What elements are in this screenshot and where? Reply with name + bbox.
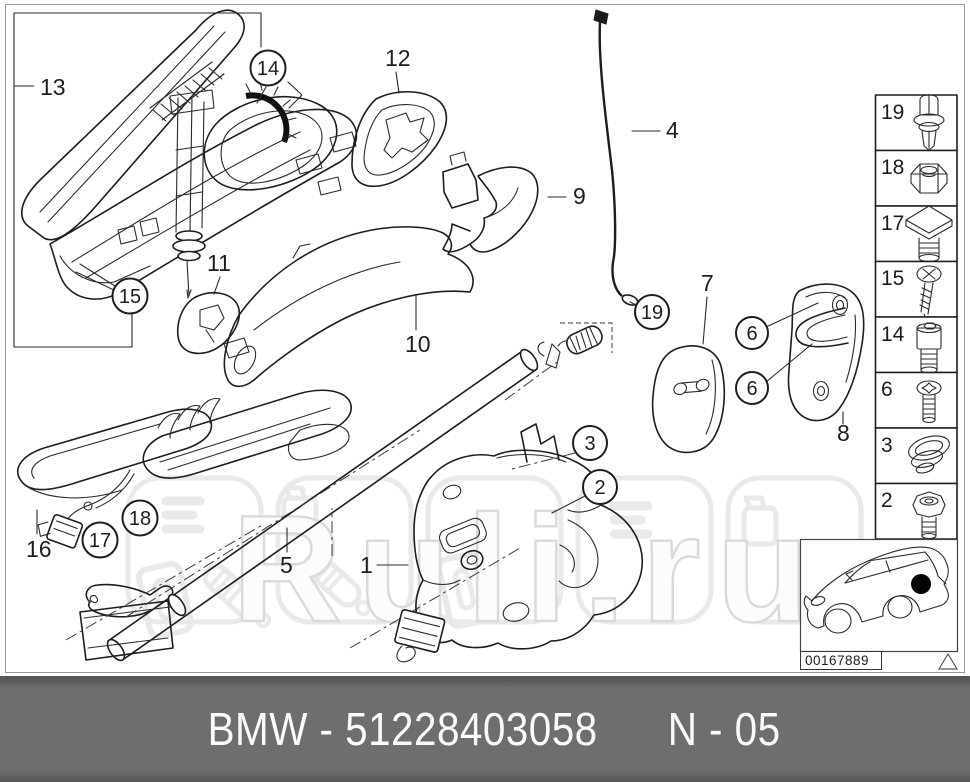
svg-text:17: 17 (881, 212, 904, 235)
button-head-bolt-icon (912, 491, 946, 540)
part-label-11: 11 (207, 250, 231, 276)
sidebar-cell-15: 15 (874, 260, 958, 318)
phillips-screw-icon (916, 265, 942, 318)
brand-part-number: BMW - 51228403058 (207, 703, 598, 755)
sidebar-cell-19: 19 (874, 94, 958, 152)
svg-text:3: 3 (881, 434, 893, 457)
sidebar-cell-3: 3 (874, 427, 958, 485)
sidebar-cell-17: 17 (874, 205, 958, 263)
parts-diagram: Ruli.ru 13 11 (5, 4, 965, 673)
page-frame (5, 4, 965, 673)
expansion-rivet-icon (913, 94, 945, 151)
callout-3: 3 (572, 425, 608, 461)
callout-17: 17 (81, 521, 119, 559)
svg-text:18: 18 (881, 156, 904, 179)
sidebar-cell-14: 14 (874, 316, 958, 374)
alignment-lines (65, 429, 521, 649)
svg-text:6: 6 (746, 378, 757, 400)
shock-absorber-icon (302, 551, 372, 617)
diagram-code: 00167889 (805, 653, 869, 668)
part-16-carrier-drawing: 16 (17, 389, 352, 562)
part-label-8: 8 (837, 420, 850, 446)
watermark-pattern: Ruli.ru (125, 475, 864, 655)
sidebar-cell-2: 2 (874, 482, 958, 540)
part-7-lock-cover-drawing: 7 (651, 270, 726, 454)
part-4-rod-drawing: 4 (593, 9, 679, 306)
list-bars-icon (609, 501, 653, 539)
callout-6-lower: 6 (735, 371, 769, 405)
part-9-end-cap-drawing: 9 (442, 151, 586, 253)
callout-6-upper: 6 (735, 316, 769, 350)
svg-text:15: 15 (881, 267, 904, 290)
page-code: N - 05 (668, 703, 782, 755)
callout-15: 15 (111, 277, 149, 315)
part-label-1: 1 (360, 552, 373, 578)
part-label-10: 10 (405, 331, 431, 357)
svg-text:19: 19 (881, 101, 904, 124)
part-8-striker-drawing: 8 (765, 283, 865, 446)
callout-19: 19 (634, 294, 670, 330)
callouts: 14 15 19 6 6 3 2 18 17 (75, 49, 769, 559)
hex-nut-icon (910, 163, 948, 194)
list-bars-icon (161, 496, 205, 534)
jerrycan-icon (436, 551, 494, 629)
svg-text:14: 14 (257, 58, 279, 80)
callout-2: 2 (582, 469, 618, 505)
part-label-7: 7 (701, 270, 714, 296)
part-11-escutcheon-drawing: 11 (177, 250, 250, 359)
svg-text:15: 15 (119, 286, 141, 308)
fastener-sidebar: 19 18 17 (874, 94, 958, 540)
svg-text:17: 17 (89, 530, 111, 552)
car-silhouette (803, 546, 949, 634)
part-13-bracket: 13 (13, 12, 262, 348)
part-number-bar: BMW - 51228403058 N - 05 (0, 676, 970, 782)
svg-text:14: 14 (881, 323, 905, 346)
sidebar-cell-6: 6 (874, 371, 958, 429)
sidebar-cell-18: 18 (874, 149, 958, 207)
part-label-5: 5 (280, 552, 293, 578)
part-label-4: 4 (666, 117, 679, 143)
svg-text:6: 6 (746, 323, 757, 345)
part-label-13: 13 (40, 74, 66, 100)
part-10-handle-grip-drawing: 10 (223, 226, 474, 388)
svg-text:2: 2 (594, 477, 605, 499)
oval-grommet-icon (908, 435, 950, 474)
svg-text:3: 3 (584, 433, 595, 455)
warning-triangle-icon (937, 652, 959, 670)
torx-bolt-icon (916, 380, 942, 424)
part-5-guide-rail-drawing: 5 (79, 322, 613, 662)
watermark-wordmark: Ruli.ru (232, 484, 825, 654)
part-label-16: 16 (26, 536, 52, 562)
svg-text:2: 2 (881, 489, 893, 512)
car-position-panel: 00167889 (799, 538, 959, 670)
svg-text:18: 18 (129, 508, 151, 530)
part-13-handle-carrier-drawing (20, 9, 358, 300)
svg-text:6: 6 (881, 378, 893, 401)
callout-18: 18 (121, 499, 159, 537)
canister-icon (741, 495, 779, 547)
part-12-gasket-drawing: 12 (351, 45, 448, 188)
svg-text:19: 19 (641, 302, 663, 324)
part-label-9: 9 (573, 183, 586, 209)
callout-14: 14 (249, 49, 287, 87)
part-1-door-lock-drawing: 1 (360, 423, 643, 663)
position-marker-dot (911, 574, 931, 594)
part-label-12: 12 (385, 45, 411, 71)
